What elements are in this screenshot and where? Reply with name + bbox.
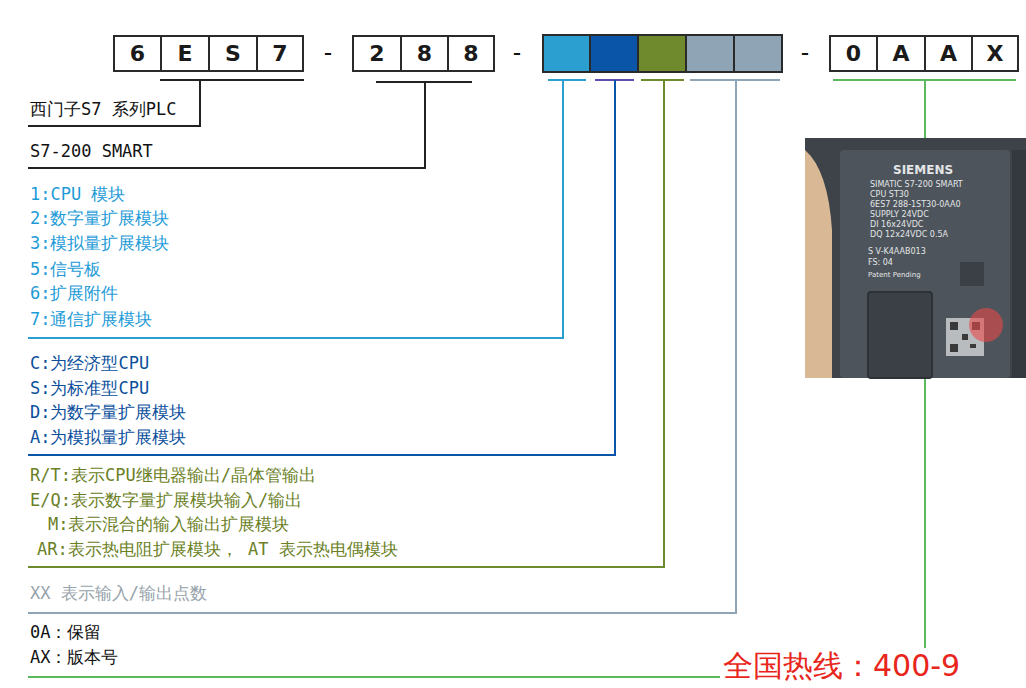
code-box (686, 35, 734, 72)
code-meaning: AX：版本号 (30, 647, 118, 667)
code-meaning: 6:扩展附件 (30, 283, 118, 303)
code-char: S (225, 41, 241, 66)
photo-text: SIEMENS (893, 163, 953, 177)
code-meaning: 2:数字量扩展模块 (30, 208, 169, 228)
code-meaning: C:为经济型CPU (30, 353, 149, 373)
leader-line (28, 80, 200, 126)
bracket-line (160, 79, 304, 81)
code-meaning: S:为标准型CPU (30, 378, 149, 398)
photo-text: SUPPLY 24VDC (870, 210, 929, 220)
code-meaning: XX 表示输入/输出点数 (30, 583, 207, 603)
photo-text: DI 16x24VDC (870, 220, 923, 230)
code-char: 0 (846, 41, 861, 66)
code-char-box: S (208, 35, 258, 72)
photo-text: FS: 04 (868, 258, 893, 268)
pointer-dot (969, 308, 1003, 342)
code-box (734, 35, 782, 72)
code-box (638, 35, 686, 72)
code-char-box: 6 (113, 35, 162, 72)
code-char-box: A (924, 35, 973, 72)
code-char-box: A (876, 35, 926, 72)
underline (548, 79, 586, 81)
hand (805, 150, 832, 378)
plc-door (868, 292, 932, 378)
code-char: A (892, 41, 909, 66)
plc-photo (805, 138, 1026, 378)
code-char: 2 (369, 41, 384, 66)
code-char: X (987, 41, 1004, 66)
leader-line (28, 80, 925, 677)
leader-line (28, 80, 615, 455)
photo-text: DQ 12x24VDC 0.5A (870, 230, 948, 240)
code-char-box: 2 (352, 35, 402, 72)
underline (641, 79, 684, 81)
code-char-box: 8 (400, 35, 449, 72)
code-char: 8 (463, 41, 478, 66)
code-char-box: 7 (256, 35, 304, 72)
code-char: A (940, 41, 957, 66)
photo-text: Patent Pending (868, 271, 921, 279)
code-meaning: 0A：保留 (30, 622, 101, 642)
code-char-box: X (971, 35, 1019, 72)
leader-line (28, 80, 563, 338)
code-char: 8 (417, 41, 432, 66)
photo-text: CPU ST30 (870, 190, 909, 200)
code-meaning: 3:模拟量扩展模块 (30, 233, 169, 253)
leader-line (28, 82, 425, 168)
separator-dash: - (510, 39, 524, 68)
code-char-box: 8 (447, 35, 495, 72)
code-char-box: 0 (829, 35, 878, 72)
code-box (543, 35, 590, 72)
photo-text: SIMATIC S7-200 SMART (870, 180, 963, 190)
photo-text: S V-K4AAB013 (868, 247, 926, 257)
leader-line (28, 80, 664, 567)
code-meaning: D:为数字量扩展模块 (30, 402, 186, 422)
code-char: E (177, 41, 192, 66)
code-meaning: 5:信号板 (30, 259, 101, 279)
code-meaning: R/T:表示CPU继电器输出/晶体管输出 (30, 465, 316, 485)
code-meaning: S7-200 SMART (30, 141, 153, 161)
code-char-box: E (160, 35, 210, 72)
code-meaning: 1:CPU 模块 (30, 184, 125, 204)
hotline-watermark: 全国热线：400-9 (720, 648, 963, 684)
separator-dash: - (321, 39, 335, 68)
code-meaning: A:为模拟量扩展模块 (30, 427, 186, 447)
photo-text: 6ES7 288-1ST30-0AA0 (870, 200, 960, 210)
code-char: 7 (272, 41, 287, 66)
plc-housing (840, 150, 1010, 378)
photo-ground (805, 138, 1026, 378)
code-char: 6 (130, 41, 145, 66)
code-meaning: AR:表示热电阻扩展模块， AT 表示热电偶模块 (37, 539, 398, 559)
leader-line (28, 80, 736, 613)
plc-side (1012, 150, 1026, 378)
code-meaning: 西门子S7 系列PLC (30, 99, 176, 119)
code-box (590, 35, 638, 72)
code-meaning: 7:通信扩展模块 (30, 309, 152, 329)
plc-port (960, 262, 984, 286)
separator-dash: - (798, 39, 812, 68)
code-meaning: M:表示混合的输入输出扩展模块 (48, 514, 289, 534)
code-meaning: E/Q:表示数字量扩展模块输入/输出 (30, 490, 302, 510)
